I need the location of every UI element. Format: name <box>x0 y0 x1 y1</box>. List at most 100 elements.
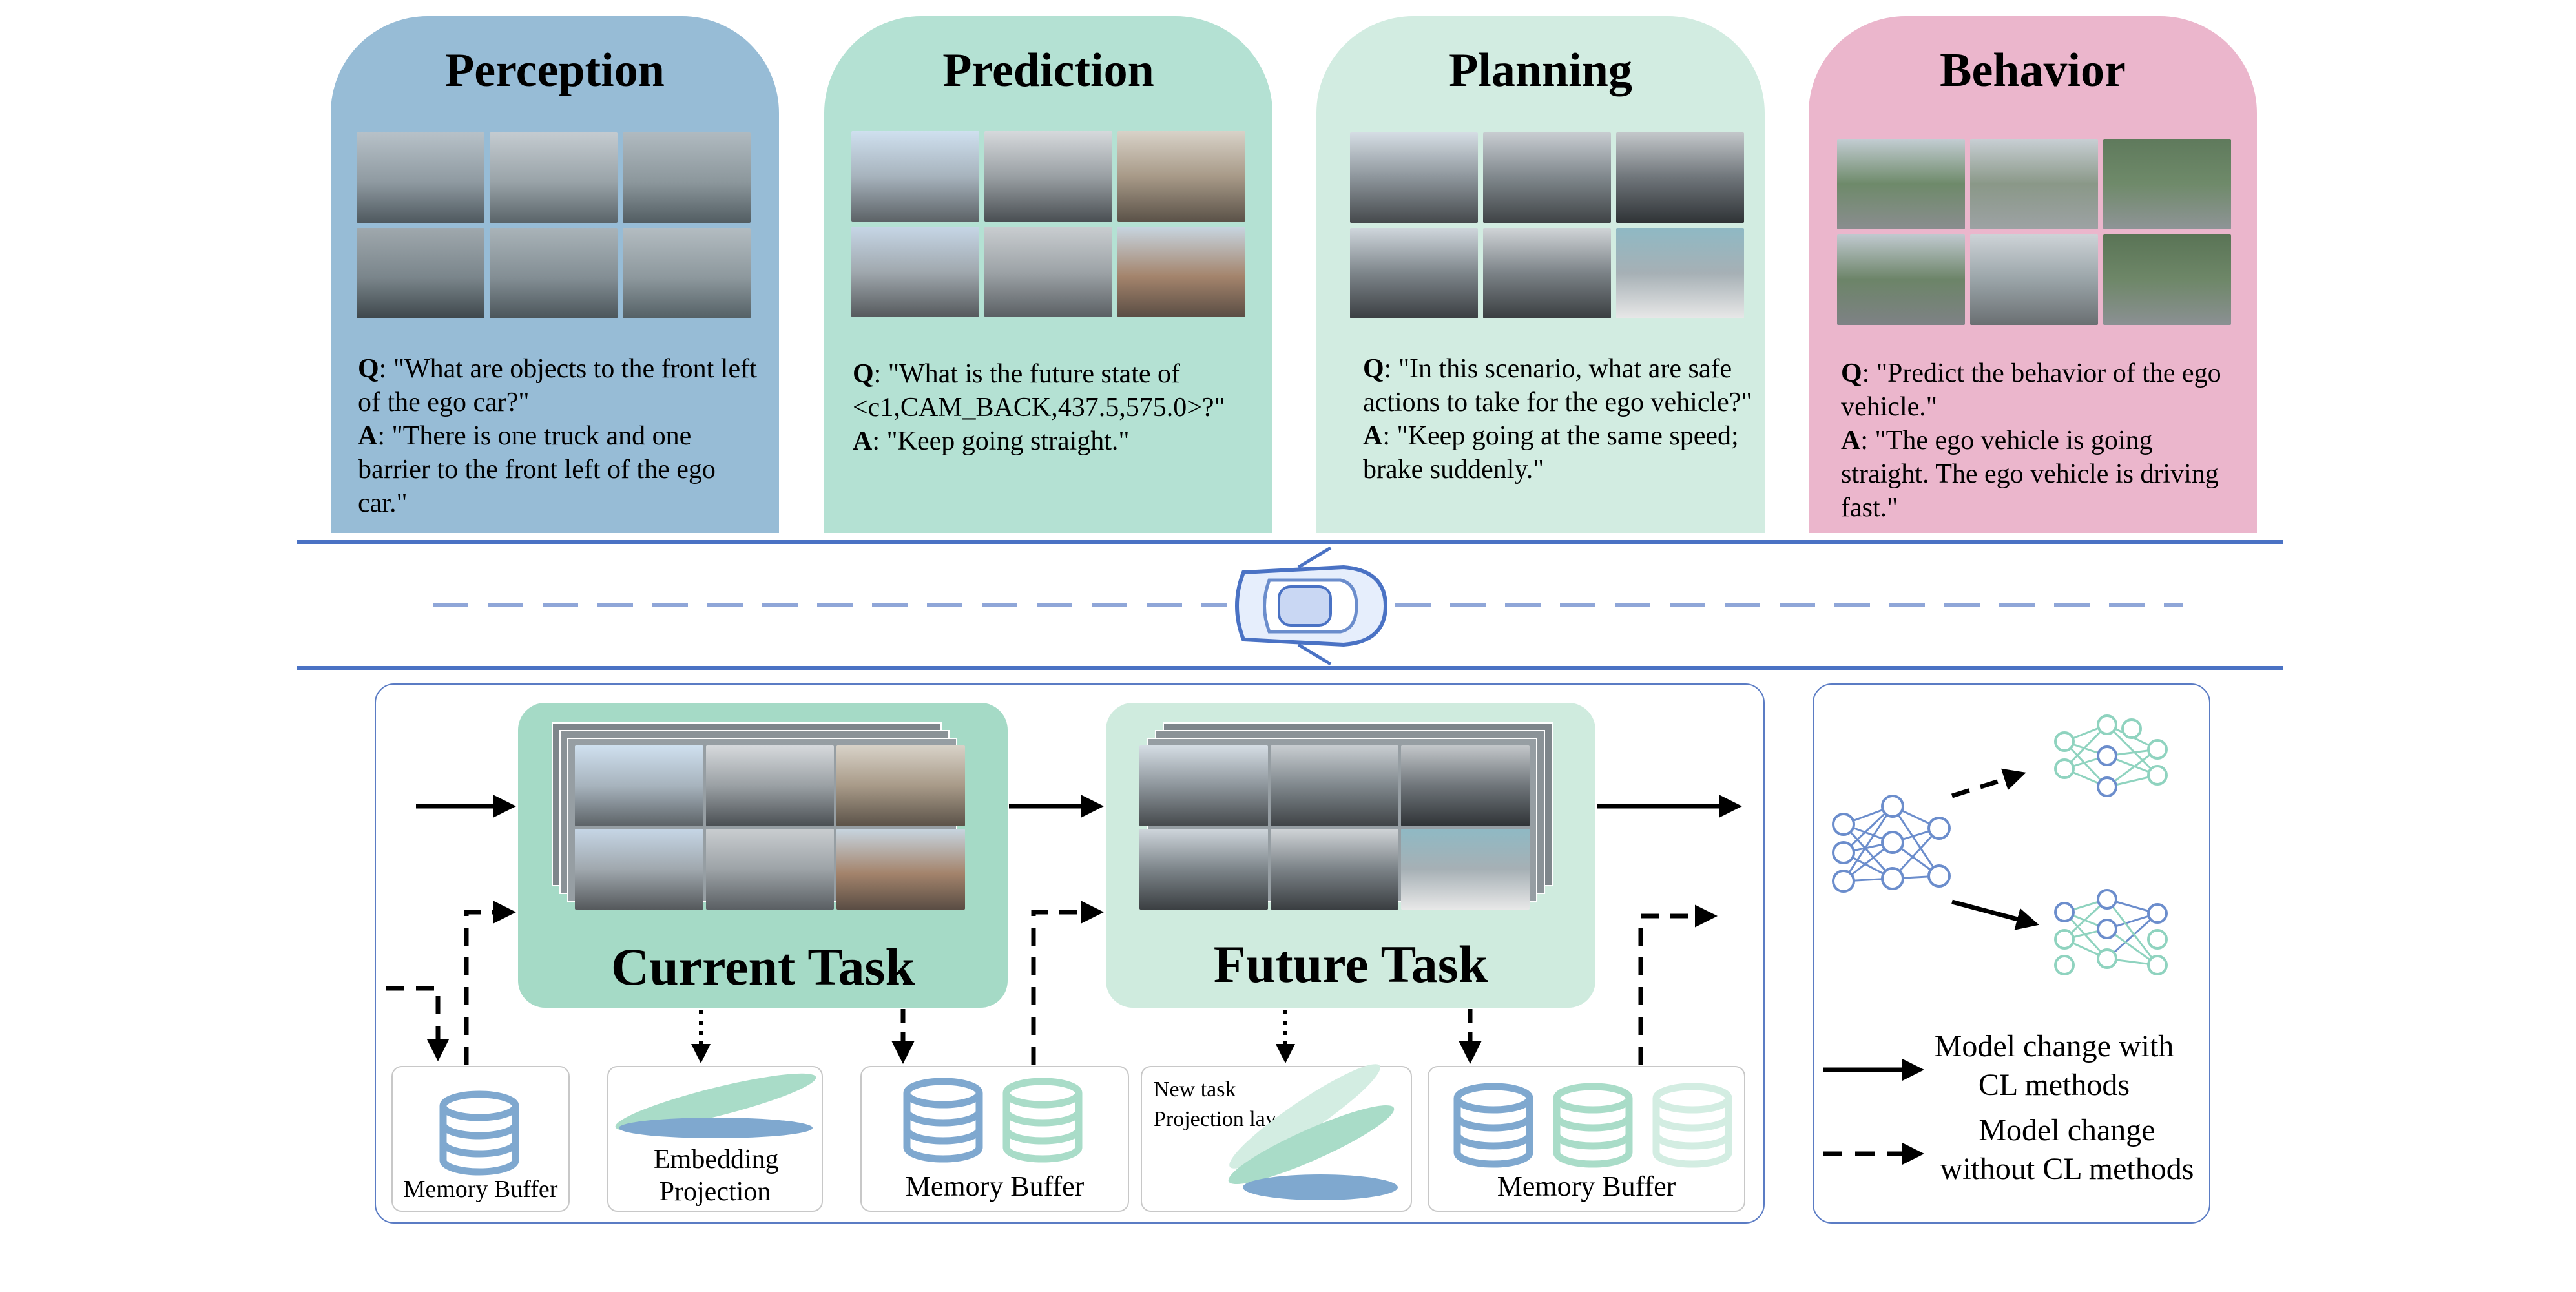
future-task-block: Future Task <box>1106 703 1595 1008</box>
database-icon <box>1557 1087 1629 1164</box>
qa-text: Q: "In this scenario, what are safe acti… <box>1363 352 1757 486</box>
card-title: Planning <box>1449 44 1632 97</box>
memory-buffer-module-1: Memory Buffer <box>391 1066 570 1212</box>
camera-image <box>705 829 835 910</box>
image-stack <box>1139 722 1553 910</box>
memory-buffer-label: Memory Buffer <box>905 1171 1085 1202</box>
question: : "What is the future state of <c1,CAM_B… <box>853 359 1225 422</box>
camera-image <box>623 132 751 223</box>
legend-dashed-label: Model change without CL methods <box>1940 1113 2194 1186</box>
answer: : "There is one truck and one barrier to… <box>358 421 716 518</box>
a-label: A <box>358 421 378 451</box>
camera-image <box>836 829 965 910</box>
question: : "What are objects to the front left of… <box>358 354 757 417</box>
camera-image-grid <box>1139 745 1530 910</box>
camera-image <box>357 132 484 223</box>
car-icon <box>1235 546 1388 666</box>
answer: : "Keep going straight." <box>872 426 1130 456</box>
camera-image <box>1270 745 1399 826</box>
future-task-label: Future Task <box>1213 935 1488 994</box>
qa-text: Q: "Predict the behavior of the ego vehi… <box>1841 357 2235 525</box>
card-title: Prediction <box>942 44 1154 97</box>
camera-image <box>1483 132 1611 223</box>
camera-image <box>1401 829 1530 910</box>
camera-image <box>1139 745 1268 826</box>
memory-buffer-label: Memory Buffer <box>1497 1171 1676 1202</box>
neural-network-icon-future-solid <box>2054 889 2168 975</box>
camera-image <box>1483 228 1611 318</box>
legend-solid-label: Model change with CL methods <box>1934 1029 2174 1102</box>
camera-image <box>1616 228 1744 318</box>
qa-text: Q: "What are objects to the front left o… <box>358 352 758 520</box>
a-label: A <box>1363 421 1383 451</box>
card-planning: Planning Q: "In this scenario, what are … <box>1316 16 1765 533</box>
database-icon <box>907 1081 979 1159</box>
camera-image <box>984 131 1112 222</box>
projection-layer-shape <box>619 1118 813 1138</box>
camera-image-grid <box>1350 132 1744 318</box>
memory-buffer-label: Memory Buffer <box>403 1176 558 1203</box>
a-label: A <box>1841 426 1861 455</box>
camera-image <box>1970 234 2098 325</box>
a-label: A <box>853 426 873 456</box>
current-task-label: Current Task <box>610 937 915 996</box>
database-icon <box>443 1094 515 1172</box>
embedding-projection-label: Embedding Projection <box>654 1145 779 1207</box>
database-icon <box>1457 1087 1530 1164</box>
camera-image <box>851 131 979 222</box>
answer: : "Keep going at the same speed; brake s… <box>1363 421 1739 484</box>
camera-image <box>623 228 751 318</box>
card-behavior: Behavior Q: "Predict the behavior of the… <box>1809 16 2257 533</box>
card-title: Perception <box>445 44 665 97</box>
dashed-arrow-buffer-1-to-current <box>464 901 516 1065</box>
q-label: Q <box>1841 359 1862 388</box>
camera-image-grid <box>575 745 965 910</box>
camera-image-grid <box>1837 139 2231 325</box>
qa-text: Q: "What is the future state of <c1,CAM_… <box>853 357 1253 458</box>
q-label: Q <box>1363 354 1384 384</box>
road-line-bottom <box>297 666 2283 670</box>
camera-image-grid <box>357 132 751 318</box>
camera-image <box>575 829 703 910</box>
dashed-arrow-buffer-3-out <box>1638 904 1718 1065</box>
database-icon <box>1006 1081 1079 1159</box>
camera-image <box>2103 234 2231 325</box>
image-stack <box>552 722 965 910</box>
current-task-block: Current Task <box>518 703 1008 1008</box>
projection-layer-shape <box>1243 1174 1398 1200</box>
camera-image <box>984 227 1112 317</box>
q-label: Q <box>358 354 379 384</box>
camera-image <box>1117 131 1245 222</box>
camera-image <box>705 745 835 826</box>
camera-image <box>2103 139 2231 229</box>
camera-image <box>836 745 965 826</box>
card-title: Behavior <box>1940 44 2126 97</box>
answer: : "The ego vehicle is going straight. Th… <box>1841 426 2219 523</box>
camera-image <box>1350 228 1478 318</box>
projection-layer-shape <box>1228 1105 1395 1185</box>
card-perception: Perception Q: "What are objects to the f… <box>331 16 779 533</box>
camera-image <box>1139 829 1268 910</box>
camera-image <box>1117 227 1245 317</box>
camera-image <box>1970 139 2098 229</box>
road-graphic <box>433 546 2183 666</box>
camera-image <box>575 745 703 826</box>
question: : "Predict the behavior of the ego vehic… <box>1841 359 2221 422</box>
camera-image <box>1270 829 1399 910</box>
camera-image <box>1837 234 1965 325</box>
solid-arrow-to-future-network <box>1951 899 2039 930</box>
camera-image <box>851 227 979 317</box>
camera-image <box>490 228 618 318</box>
camera-image <box>490 132 618 223</box>
dashed-arrow-to-future-network <box>1951 768 2026 798</box>
camera-image <box>357 228 484 318</box>
q-label: Q <box>853 359 874 389</box>
camera-image <box>1616 132 1744 223</box>
projection-layer-shape <box>1229 1064 1380 1169</box>
neural-network-icon-future-dashed <box>2054 714 2168 797</box>
card-prediction: Prediction Q: "What is the future state … <box>824 16 1272 533</box>
database-icon <box>1656 1087 1729 1164</box>
neural-network-icon-base <box>1832 795 1951 893</box>
camera-image <box>1350 132 1478 223</box>
